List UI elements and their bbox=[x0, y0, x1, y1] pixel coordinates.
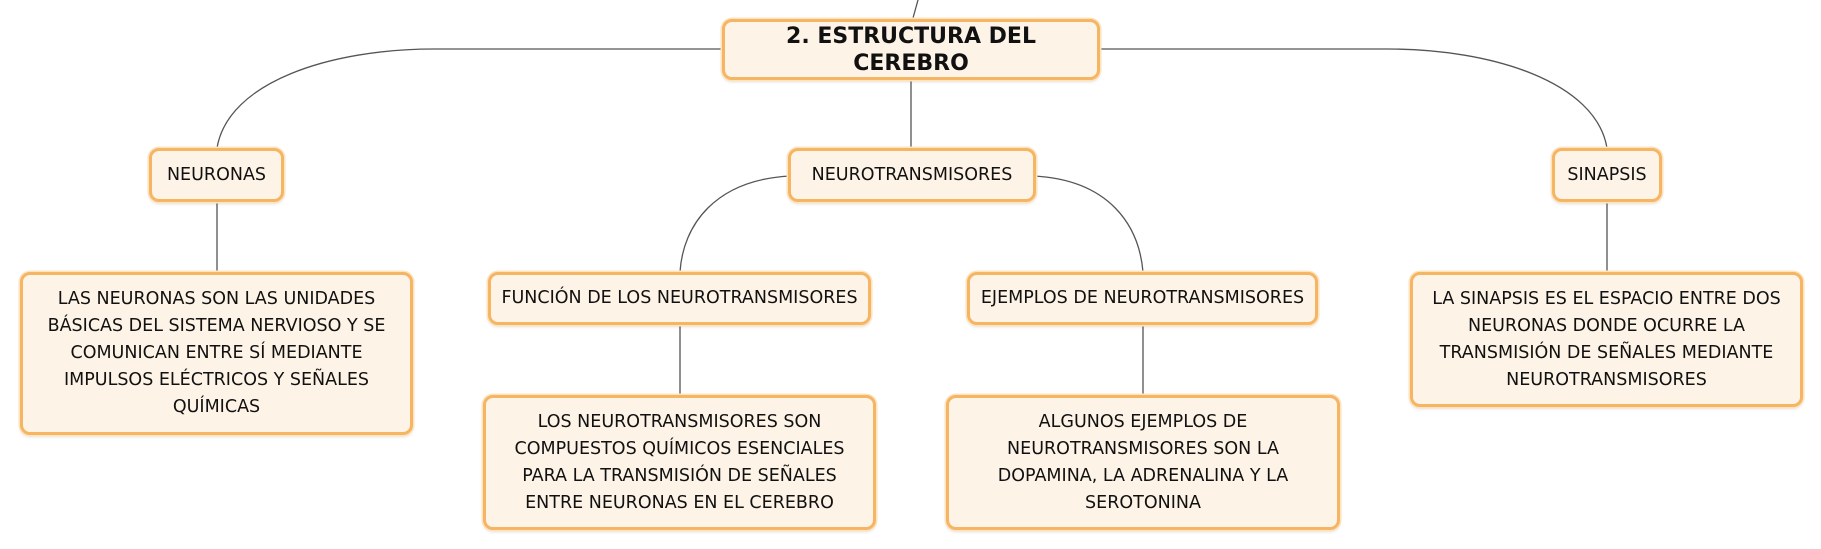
node-sinapsis-label: SINAPSIS bbox=[1567, 164, 1647, 185]
node-ejemplos-detail[interactable]: ALGUNOS EJEMPLOS DE NEUROTRANSMISORES SO… bbox=[946, 395, 1340, 530]
node-funcion-detail-text: LOS NEUROTRANSMISORES SON COMPUESTOS QUÍ… bbox=[514, 411, 845, 513]
node-funcion-label: FUNCIÓN DE LOS NEUROTRANSMISORES bbox=[501, 288, 858, 308]
node-neurotransmisores-label: NEUROTRANSMISORES bbox=[811, 164, 1013, 185]
node-sinapsis-detail[interactable]: LA SINAPSIS ES EL ESPACIO ENTRE DOS NEUR… bbox=[1410, 272, 1803, 407]
node-sinapsis[interactable]: SINAPSIS bbox=[1552, 148, 1662, 202]
node-funcion-neurotransmisores[interactable]: FUNCIÓN DE LOS NEUROTRANSMISORES bbox=[488, 272, 871, 325]
connector-parent-root bbox=[912, 0, 919, 19]
node-neuronas-detail[interactable]: LAS NEURONAS SON LAS UNIDADES BÁSICAS DE… bbox=[20, 272, 413, 435]
connector-root-sinapsis bbox=[1100, 48, 1608, 149]
node-neuronas[interactable]: NEURONAS bbox=[149, 148, 284, 202]
connector-root-neuronas bbox=[216, 48, 722, 149]
node-ejemplos-label: EJEMPLOS DE NEUROTRANSMISORES bbox=[980, 288, 1305, 308]
node-neuronas-label: NEURONAS bbox=[166, 164, 267, 185]
root-node-estructura-del-cerebro[interactable]: 2. ESTRUCTURA DEL CEREBRO bbox=[722, 19, 1100, 80]
node-ejemplos-neurotransmisores[interactable]: EJEMPLOS DE NEUROTRANSMISORES bbox=[967, 272, 1318, 325]
node-neuronas-detail-text: LAS NEURONAS SON LAS UNIDADES BÁSICAS DE… bbox=[47, 289, 386, 417]
node-sinapsis-detail-text: LA SINAPSIS ES EL ESPACIO ENTRE DOS NEUR… bbox=[1432, 288, 1781, 390]
node-funcion-detail[interactable]: LOS NEUROTRANSMISORES SON COMPUESTOS QUÍ… bbox=[483, 395, 876, 530]
node-ejemplos-detail-text: ALGUNOS EJEMPLOS DE NEUROTRANSMISORES SO… bbox=[997, 411, 1289, 513]
root-node-title: 2. ESTRUCTURA DEL CEREBRO bbox=[786, 23, 1036, 76]
connector-neurotransmisores-ejemplos bbox=[1033, 175, 1144, 273]
connector-neurotransmisores-funcion bbox=[679, 175, 791, 273]
node-neurotransmisores[interactable]: NEUROTRANSMISORES bbox=[788, 148, 1036, 202]
